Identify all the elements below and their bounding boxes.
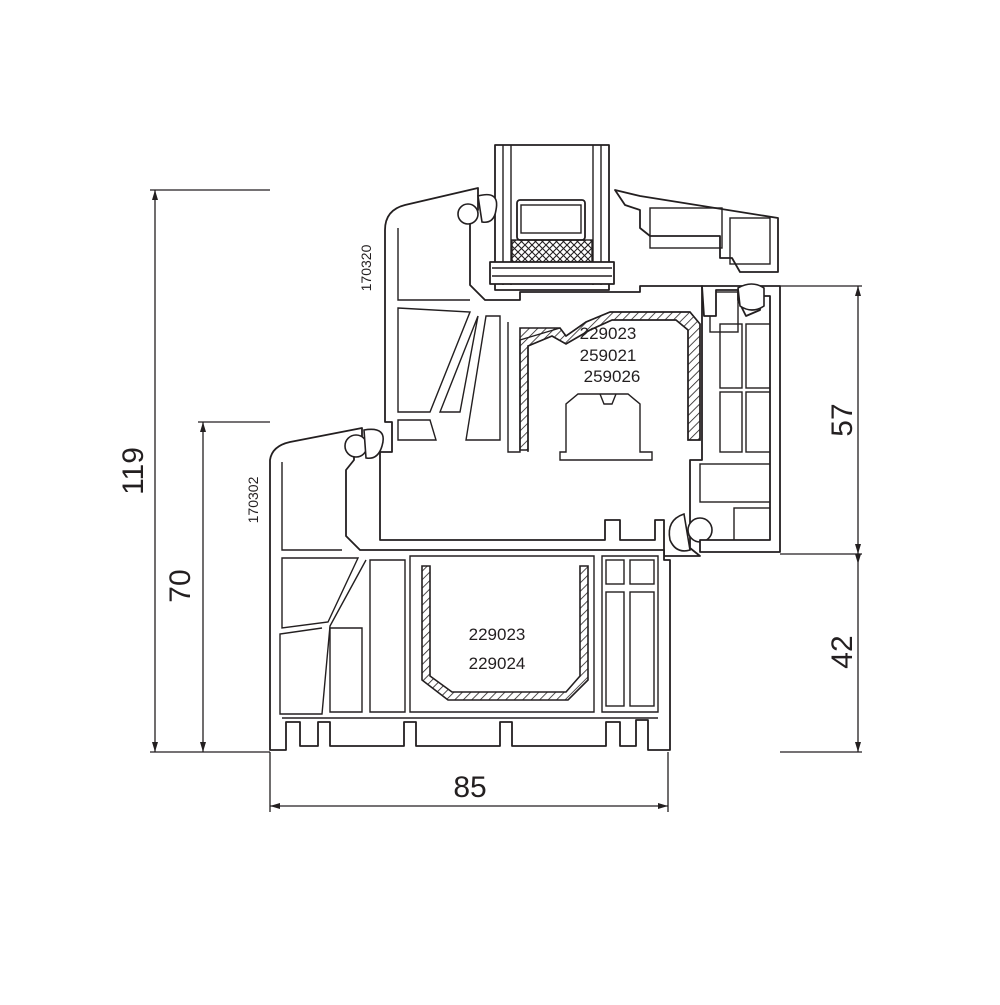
- dim-sash-height-label: 57: [826, 403, 859, 436]
- sash-profile: [379, 187, 781, 557]
- frame-profile-code: 170302: [245, 476, 261, 523]
- dimension-lower-height: 42: [780, 554, 862, 753]
- frame-reinforcement-code-1: 229023: [469, 625, 526, 644]
- glazing-unit: [489, 144, 615, 291]
- sash-profile-code: 170320: [358, 244, 374, 291]
- dim-overall-height-label: 119: [117, 447, 150, 495]
- dim-frame-height-label: 70: [164, 569, 197, 602]
- sash-reinforcement-code-3: 259026: [584, 367, 641, 386]
- dimension-overall-height: 119: [117, 189, 270, 753]
- frame-reinforcement: [421, 565, 589, 701]
- dim-width-label: 85: [453, 771, 486, 804]
- dimension-frame-height: 70: [164, 421, 270, 752]
- frame-reinforcement-code-2: 229024: [469, 654, 526, 673]
- dim-lower-height-label: 42: [826, 635, 859, 668]
- sash-reinforcement: [519, 311, 701, 451]
- dimension-width: 85: [269, 752, 669, 812]
- sash-reinforcement-code-2: 259021: [580, 346, 637, 365]
- frame-profile: [269, 427, 671, 751]
- sash-reinforcement-code-1: 229023: [580, 324, 637, 343]
- dimension-sash-height: 57: [780, 285, 862, 555]
